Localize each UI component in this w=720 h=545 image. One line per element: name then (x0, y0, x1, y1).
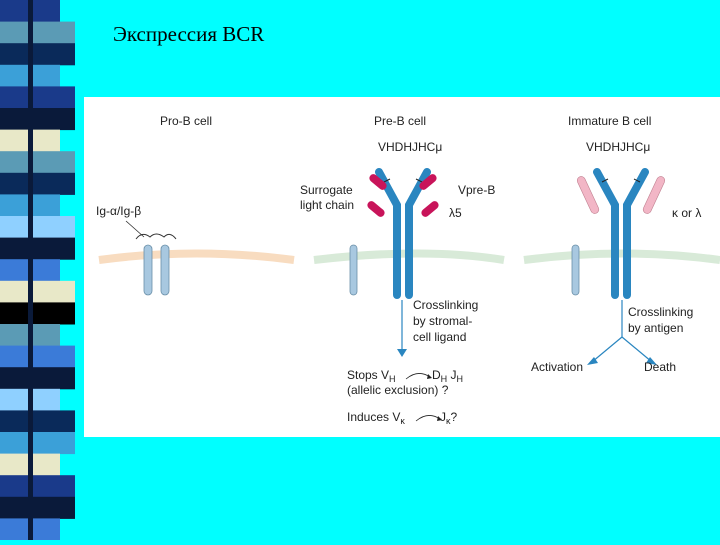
stripe-block (0, 302, 75, 324)
stripe-block (0, 497, 75, 519)
heading-pro-b: Pro-B cell (160, 114, 212, 128)
stripe-block (0, 346, 75, 368)
label-death: Death (644, 360, 676, 374)
crosslink-pre-line3: cell ligand (413, 330, 466, 344)
stripe-block (0, 22, 75, 44)
stripe-block (0, 173, 75, 195)
label-kappa-lambda: κ or λ (672, 206, 701, 220)
arrow-death (622, 337, 652, 362)
crosslink-pre-line1: Crosslinking (413, 298, 478, 312)
immature-b-receptor (572, 172, 666, 295)
crosslink-imm-line2: by antigen (628, 321, 683, 335)
pre-b-heavy-chain: VHDHJHCμ (378, 140, 442, 154)
stops-arrow (406, 373, 430, 379)
stops-dhjh: DH JH (432, 368, 463, 384)
stripe-block (0, 410, 75, 432)
immature-heavy-chain: VHDHJHCμ (586, 140, 650, 154)
crosslink-imm-line1: Crosslinking (628, 305, 693, 319)
stripe-block (0, 43, 75, 65)
pre-b-receptor (350, 172, 440, 295)
crosslink-pre-line2: by stromal- (413, 314, 472, 328)
stripe-block (0, 475, 75, 497)
stripe-block (0, 281, 75, 303)
membrane-immature-b (524, 254, 720, 261)
stripe-block (0, 367, 75, 389)
label-ig-alpha-beta: Ig-α/Ig-β (96, 204, 141, 218)
stripe-line (28, 0, 33, 540)
stripe-block (0, 238, 75, 260)
stripe-block (0, 216, 75, 238)
allelic-exclusion: (allelic exclusion) ? (347, 383, 449, 397)
label-surrogate-line1: Surrogate (300, 183, 353, 197)
stripe-pattern (0, 0, 75, 540)
induces-jk: Jκ? (440, 410, 458, 426)
heading-immature-b: Immature B cell (568, 114, 651, 128)
arrow-pre-b-head (397, 349, 407, 357)
label-surrogate-line2: light chain (300, 198, 354, 212)
induces-arrow (416, 415, 440, 421)
stripe-block (0, 86, 75, 108)
slide-title: Экспрессия BCR (113, 22, 264, 47)
decorative-stripe (0, 0, 75, 540)
bcr-diagram: Pro-B cell Pre-B cell Immature B cell Ig… (84, 97, 720, 437)
induces-text: Induces Vκ (347, 410, 405, 426)
stripe-block (0, 432, 75, 454)
heading-pre-b: Pre-B cell (374, 114, 426, 128)
label-lambda5: λ5 (449, 206, 462, 220)
label-vpre-b: Vpre-B (458, 183, 495, 197)
label-activation: Activation (531, 360, 583, 374)
stripe-block (0, 108, 75, 130)
arrow-activation (592, 337, 622, 362)
membrane-pro-b (99, 254, 294, 261)
bcr-figure: Pro-B cell Pre-B cell Immature B cell Ig… (84, 97, 720, 437)
stops-text: Stops VH (347, 368, 396, 384)
stripe-block (0, 151, 75, 173)
